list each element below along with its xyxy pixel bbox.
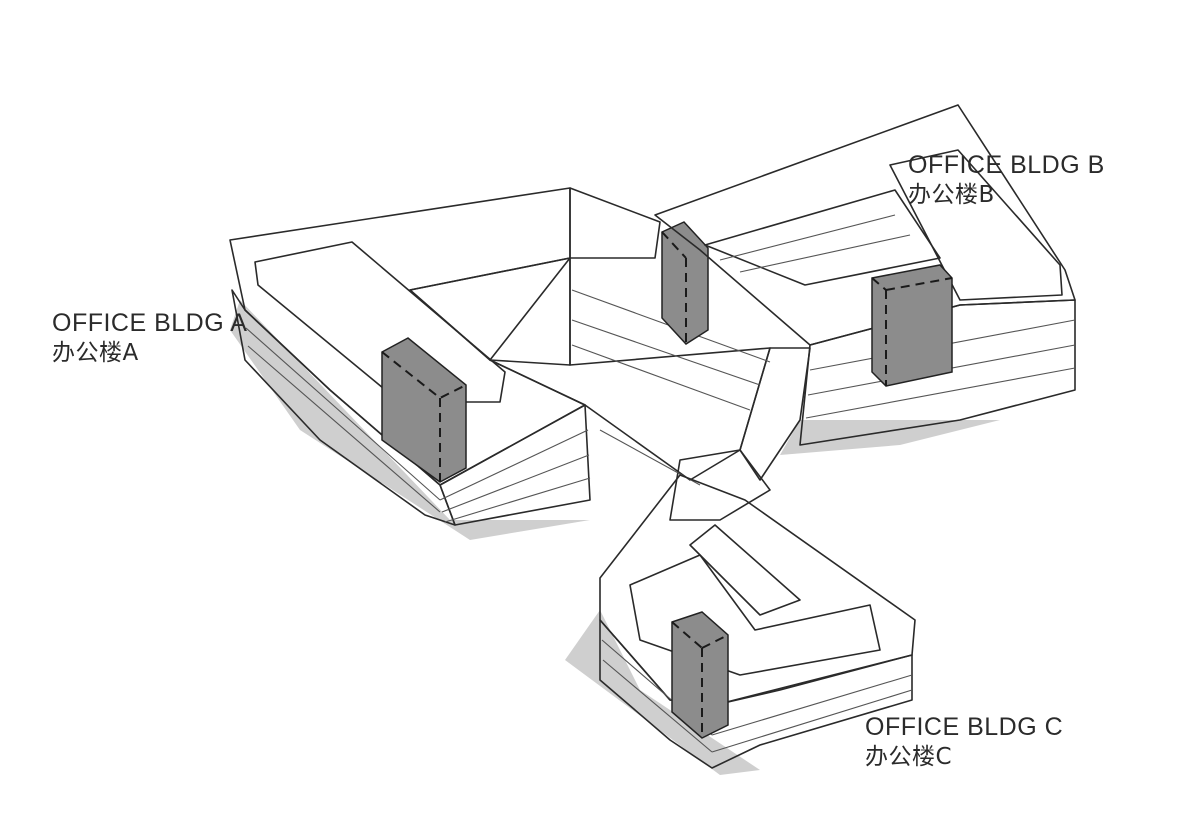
building-a-core xyxy=(381,337,467,483)
shadow-building-b xyxy=(780,420,1000,455)
label-building-a-cn: 办公楼A xyxy=(52,340,139,367)
building-a-core-dashes xyxy=(381,351,467,400)
label-building-b-cn: 办公楼B xyxy=(908,182,995,209)
building-b xyxy=(654,104,1076,446)
building-c-roof xyxy=(599,474,916,706)
bridge-to-c xyxy=(669,449,771,521)
label-building-b: OFFICE BLDG B 办公楼B xyxy=(908,150,1105,210)
label-building-c-cn: 办公楼C xyxy=(865,744,953,771)
label-building-c-en: OFFICE BLDG C xyxy=(865,713,1064,741)
building-a xyxy=(229,187,591,526)
bridges xyxy=(489,187,811,521)
label-building-b-en: OFFICE BLDG B xyxy=(908,151,1105,179)
building-b-roof xyxy=(654,104,1076,346)
label-building-c: OFFICE BLDG C 办公楼C xyxy=(865,712,1063,772)
building-a-raised-wing xyxy=(254,241,506,403)
building-a-floor-lines xyxy=(245,327,591,523)
building-c-courtyard xyxy=(689,524,801,616)
building-c-raised-wing xyxy=(629,554,881,676)
bridge-a-b xyxy=(569,187,661,259)
building-b-courtyard xyxy=(704,189,941,286)
building-b-core xyxy=(871,264,953,387)
bridge-core xyxy=(661,221,709,345)
building-c-core xyxy=(671,611,729,739)
building-c xyxy=(599,474,916,769)
bridge-a-c xyxy=(489,257,771,481)
label-building-a: OFFICE BLDG A 办公楼A xyxy=(52,308,247,368)
building-a-front xyxy=(439,404,591,526)
building-a-courtyard xyxy=(409,257,571,366)
shadow-building-c xyxy=(565,610,760,775)
building-a-side xyxy=(231,289,456,526)
building-b-front xyxy=(799,299,1076,446)
label-building-a-en: OFFICE BLDG A xyxy=(52,309,248,337)
bridge-b-c xyxy=(739,347,811,481)
